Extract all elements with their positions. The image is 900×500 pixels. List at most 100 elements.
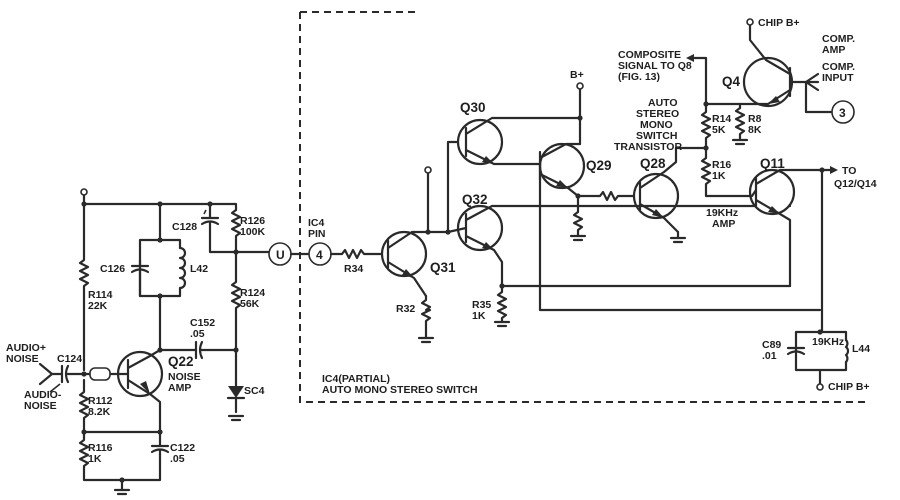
svg-text:8K: 8K <box>748 124 762 136</box>
c124-capacitor <box>38 362 86 386</box>
label-sc4: SC4 <box>244 385 265 397</box>
c89-capacitor <box>786 346 806 356</box>
label-r114: R114 22K <box>88 289 113 312</box>
ground-left <box>113 478 131 496</box>
label-ic4-partial: IC4(PARTIAL) AUTO MONO STEREO SWITCH <box>322 373 478 396</box>
r32-resistor <box>417 294 435 344</box>
svg-text:COMP.: COMP. <box>822 61 855 73</box>
label-r126: R126 100K <box>240 215 266 238</box>
c126-capacitor <box>130 258 150 298</box>
svg-text:IC4: IC4 <box>308 217 325 229</box>
c152-capacitor <box>158 340 238 360</box>
svg-text:STEREO: STEREO <box>636 108 679 120</box>
label-composite: COMPOSITE SIGNAL TO Q8 (FIG. 13) <box>618 49 692 83</box>
r35-resistor <box>493 280 511 328</box>
svg-text:R14: R14 <box>712 113 731 125</box>
svg-text:COMPOSITE: COMPOSITE <box>618 49 681 61</box>
supply-terminal <box>80 188 88 196</box>
label-chip-b-top: CHIP B+ <box>758 17 800 29</box>
label-c122: C122 .05 <box>170 442 195 465</box>
sc4-diode <box>227 380 245 422</box>
svg-text:C89: C89 <box>762 339 781 351</box>
svg-text:1K: 1K <box>472 310 486 322</box>
svg-text:R112: R112 <box>88 395 113 407</box>
svg-text:SWITCH: SWITCH <box>636 130 677 142</box>
svg-text:56K: 56K <box>240 298 260 310</box>
svg-text:AMP: AMP <box>712 218 735 230</box>
svg-text:.05: .05 <box>190 328 205 340</box>
label-audio-noise-in: AUDIO+ NOISE <box>6 342 46 365</box>
label-q4: Q4 <box>722 74 741 89</box>
label-to-q12: TO Q12/Q14 <box>834 165 877 190</box>
label-c128: C128 <box>172 221 197 233</box>
svg-text:1K: 1K <box>88 453 102 465</box>
r34-resistor <box>329 248 390 260</box>
svg-text:5K: 5K <box>712 124 726 136</box>
label-c89: C89 .01 <box>762 339 781 362</box>
q32-transistor <box>456 204 504 252</box>
label-r34: R34 <box>344 263 363 275</box>
label-l42: L42 <box>190 263 208 275</box>
r126-resistor <box>230 208 242 254</box>
label-19khz: 19KHz <box>812 336 844 348</box>
c122-capacitor <box>150 430 170 460</box>
l42-inductor <box>178 246 187 290</box>
svg-text:100K: 100K <box>240 226 266 238</box>
svg-text:C122: C122 <box>170 442 195 454</box>
label-amp-19k: 19KHz AMP <box>706 207 738 230</box>
label-auto-switch: AUTO STEREO MONO SWITCH TRANSISTOR <box>614 97 682 153</box>
label-q32: Q32 <box>462 192 488 207</box>
svg-text:TRANSISTOR: TRANSISTOR <box>614 141 682 153</box>
label-c124: C124 <box>57 353 82 365</box>
label-l44: L44 <box>852 343 870 355</box>
r112-resistor <box>78 378 90 434</box>
label-r32: R32 <box>396 303 415 315</box>
svg-text:22K: 22K <box>88 300 108 312</box>
svg-text:R35: R35 <box>472 299 491 311</box>
svg-text:AUTO: AUTO <box>648 97 678 109</box>
label-r16: R16 1K <box>712 159 731 182</box>
svg-text:19KHz: 19KHz <box>706 207 738 219</box>
label-r14: R14 5K <box>712 113 731 136</box>
svg-text:INPUT: INPUT <box>822 72 854 84</box>
label-node-3: 3 <box>839 106 846 120</box>
node-3 <box>831 100 855 124</box>
label-comp-input: COMP. INPUT <box>822 61 855 84</box>
q4-transistor <box>742 56 794 108</box>
l44-inductor <box>844 338 850 364</box>
label-c152: C152 .05 <box>190 317 215 340</box>
label-audio-noise-2: AUDIO- NOISE <box>24 389 62 412</box>
svg-text:R114: R114 <box>88 289 113 301</box>
q29-transistor <box>538 142 586 190</box>
r114-resistor <box>78 202 90 372</box>
svg-text:AMP: AMP <box>822 44 845 56</box>
label-q29: Q29 <box>586 158 612 173</box>
label-node-4: 4 <box>316 248 323 262</box>
svg-text:NOISE: NOISE <box>24 400 57 412</box>
q22-base-ferrite <box>89 367 111 381</box>
svg-text:AUDIO+: AUDIO+ <box>6 342 46 354</box>
label-q22: Q22 NOISE AMP <box>168 354 201 394</box>
label-r116: R116 1K <box>88 442 113 465</box>
svg-text:R8: R8 <box>748 113 762 125</box>
label-q30: Q30 <box>460 100 486 115</box>
label-comp-amp: COMP. AMP <box>822 33 855 56</box>
r124-resistor <box>230 250 242 384</box>
label-r112: R112 8.2K <box>88 395 113 418</box>
label-r35: R35 1K <box>472 299 491 322</box>
svg-text:8.2K: 8.2K <box>88 406 111 418</box>
svg-text:TO: TO <box>842 165 856 177</box>
svg-text:AUTO MONO STEREO SWITCH: AUTO MONO STEREO SWITCH <box>322 384 478 396</box>
svg-text:R124: R124 <box>240 287 265 299</box>
label-r124: R124 56K <box>240 287 265 310</box>
svg-text:Q12/Q14: Q12/Q14 <box>834 178 877 190</box>
svg-text:AMP: AMP <box>168 382 191 394</box>
svg-text:SIGNAL TO Q8: SIGNAL TO Q8 <box>618 60 692 72</box>
label-ic4-pin: IC4 PIN <box>308 217 326 240</box>
svg-text:.01: .01 <box>762 350 777 362</box>
svg-text:NOISE: NOISE <box>6 353 39 365</box>
r116-resistor <box>78 430 162 482</box>
svg-text:R126: R126 <box>240 215 265 227</box>
c128-capacitor <box>200 202 238 254</box>
